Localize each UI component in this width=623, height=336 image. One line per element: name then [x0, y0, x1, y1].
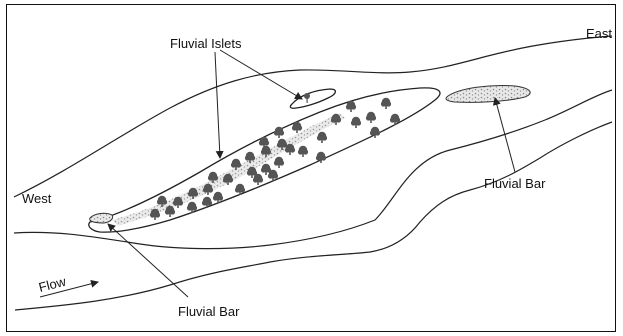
fluvial-bar-right-label: Fluvial Bar [484, 176, 546, 191]
islets-arrow-small [220, 50, 302, 99]
fluvial-bar-right [446, 85, 530, 102]
islets-arrow-large [215, 52, 220, 158]
flow-label: Flow [37, 274, 68, 295]
fluvial-bar-bottom-label: Fluvial Bar [178, 304, 240, 319]
west-label: West [22, 191, 52, 206]
fluvial-islet-small [290, 89, 335, 108]
bar-bottom-arrow [108, 224, 188, 297]
fluvial-islets-label: Fluvial Islets [170, 36, 242, 51]
fluvial-bar-left [90, 213, 113, 223]
east-label: East [586, 26, 612, 41]
bar-right-arrow [495, 98, 515, 172]
